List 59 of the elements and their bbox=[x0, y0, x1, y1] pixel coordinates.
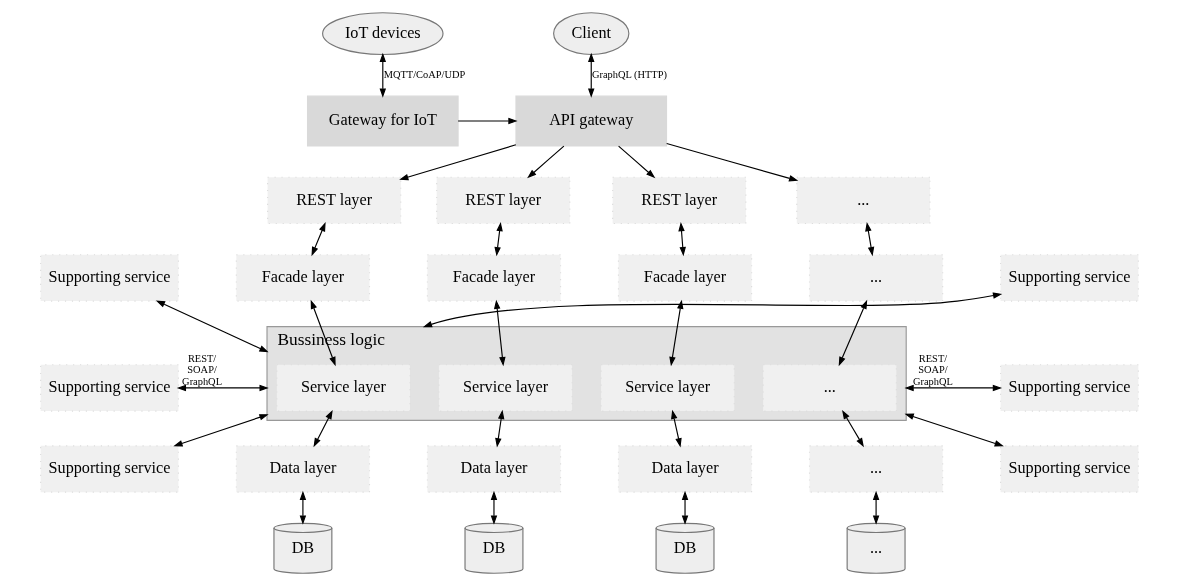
arrow bbox=[493, 299, 506, 367]
edge-label: REST/ SOAP/ GraphQL bbox=[182, 352, 223, 387]
arrow bbox=[588, 52, 595, 98]
node-box: Service layer bbox=[600, 364, 735, 412]
arrow bbox=[838, 299, 868, 367]
edge-label: GraphQL (HTTP) bbox=[591, 68, 667, 80]
node-box: REST layer bbox=[612, 176, 747, 225]
node-box: Facade layer bbox=[426, 254, 562, 302]
node-box: Facade layer bbox=[235, 254, 371, 302]
arrow bbox=[904, 413, 1004, 447]
arrow bbox=[155, 300, 269, 353]
arrow bbox=[313, 409, 333, 448]
node-box: ... bbox=[808, 254, 944, 302]
arrow bbox=[669, 299, 684, 367]
node-box: Facade layer bbox=[617, 254, 753, 302]
node-box: Supporting service bbox=[1000, 364, 1139, 412]
arrow bbox=[173, 414, 269, 447]
arrow bbox=[399, 144, 517, 181]
arrow bbox=[872, 490, 880, 525]
arrow bbox=[666, 143, 799, 182]
edge-label: MQTT/CoAP/UDP bbox=[383, 68, 466, 80]
arrow bbox=[904, 384, 1003, 392]
arrow bbox=[311, 222, 326, 257]
node-box: Supporting service bbox=[40, 364, 179, 412]
arrow bbox=[671, 409, 682, 448]
node-box: Supporting service bbox=[40, 254, 179, 302]
node-box: Data layer bbox=[235, 445, 371, 493]
node-ellipse: Client bbox=[553, 12, 630, 56]
arrow bbox=[678, 221, 686, 257]
node-box: Service layer bbox=[276, 364, 411, 412]
node-box: Data layer bbox=[426, 445, 562, 493]
arrow bbox=[422, 292, 1003, 328]
arrow bbox=[842, 409, 864, 448]
arrow bbox=[527, 145, 565, 179]
node-ellipse: IoT devices bbox=[322, 12, 444, 56]
arrow bbox=[299, 490, 307, 525]
arrow bbox=[176, 384, 269, 392]
node-box: Supporting service bbox=[40, 445, 179, 493]
arrow bbox=[490, 490, 498, 525]
node-box: ... bbox=[796, 176, 931, 225]
node-box: Supporting service bbox=[1000, 254, 1139, 302]
node-box: REST layer bbox=[267, 176, 402, 225]
node-box: ... bbox=[808, 445, 944, 493]
arrow bbox=[681, 490, 689, 525]
node-box: API gateway bbox=[515, 95, 668, 147]
arrow bbox=[310, 299, 336, 367]
node-box: REST layer bbox=[436, 176, 571, 225]
arrow bbox=[865, 221, 875, 257]
arrow bbox=[495, 409, 505, 448]
node-box: Service layer bbox=[438, 364, 573, 412]
node-box: Gateway for IoT bbox=[306, 95, 459, 147]
arrow bbox=[379, 52, 387, 98]
node-box: ... bbox=[762, 364, 897, 412]
arrow bbox=[494, 221, 503, 257]
node-box: Supporting service bbox=[1000, 445, 1139, 493]
edge-label: REST/ SOAP/ GraphQL bbox=[913, 352, 953, 387]
node-box: Data layer bbox=[617, 445, 753, 493]
arrow bbox=[457, 117, 518, 125]
arrow bbox=[618, 145, 656, 179]
